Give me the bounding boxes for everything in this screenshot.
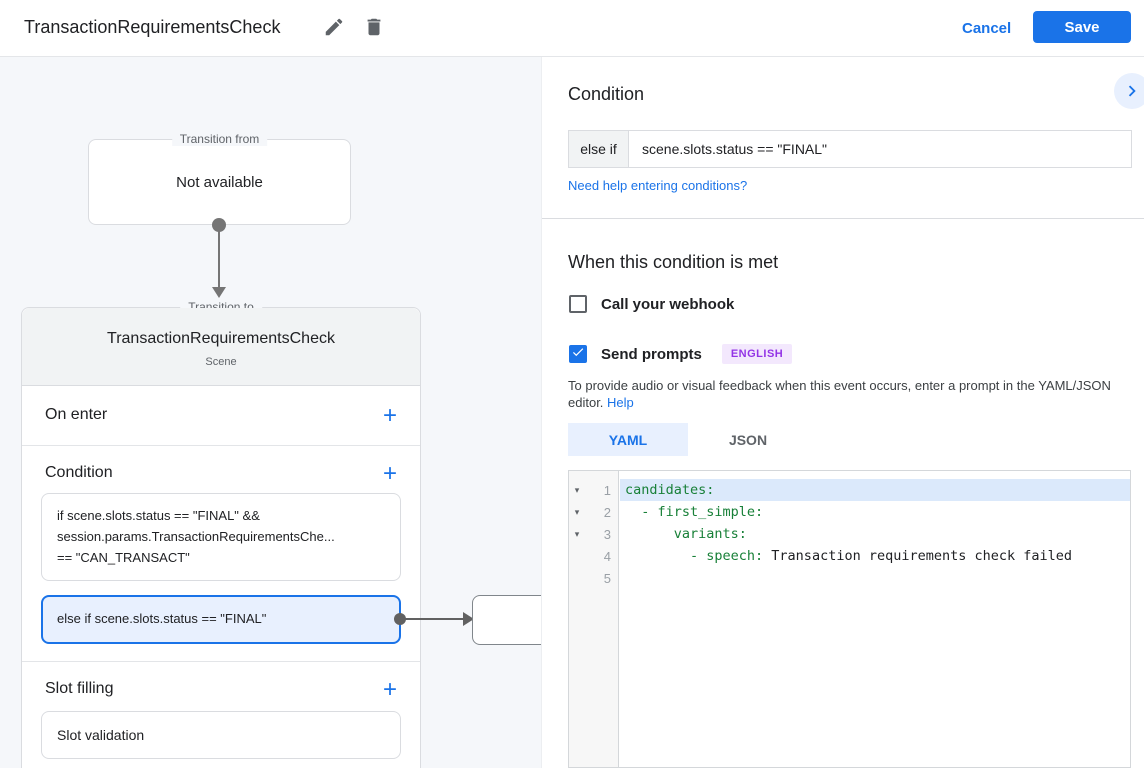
condition-line: if scene.slots.status == "FINAL" && [57,508,260,523]
language-badge: ENGLISH [721,344,793,364]
save-button[interactable]: Save [1033,11,1131,43]
gutter-cell: 4 [569,545,618,567]
condition-item-elseif-selected[interactable]: else if scene.slots.status == "FINAL" [41,595,401,644]
chevron-right-icon [1121,85,1143,105]
condition-expression-input[interactable] [629,130,1132,168]
trash-icon [363,18,385,41]
top-bar: TransactionRequirementsCheck Cancel Save [0,0,1144,57]
line-number: 3 [603,526,611,542]
page-title: TransactionRequirementsCheck [24,17,281,37]
connector-line [403,618,465,620]
scene-card-header[interactable]: TransactionRequirementsCheck Scene [22,308,420,386]
prompt-description: To provide audio or visual feedback when… [568,377,1143,411]
divider [542,218,1144,219]
connector-dot [394,613,406,625]
slot-filling-label: Slot filling [45,680,114,697]
code-token-key: variants: [625,526,747,542]
panel-title: Condition [568,84,645,104]
line-number: 4 [603,548,611,564]
help-link[interactable]: Help [607,395,634,410]
slot-filling-section-row: Slot filling + [22,662,420,710]
connector-arrowhead-icon [463,612,474,626]
fold-arrow-icon[interactable]: ▾ [574,528,580,539]
code-token-plain: Transaction requirements check failed [763,548,1073,564]
slot-item-label: Slot validation [57,727,145,743]
check-icon [571,345,585,364]
webhook-label: Call your webhook [601,295,735,313]
cancel-button[interactable]: Cancel [946,12,1027,44]
conditions-help-link[interactable]: Need help entering conditions? [568,178,748,193]
divider [22,445,420,446]
on-enter-label: On enter [45,406,108,423]
divider [22,661,420,662]
condition-expression-row: else if [568,130,1132,168]
condition-line: else if scene.slots.status == "FINAL" [57,611,267,626]
condition-detail-panel: Condition else if Need help entering con… [541,57,1144,768]
scene-name: TransactionRequirementsCheck [107,330,335,347]
send-prompts-row[interactable]: Send prompts ENGLISH [569,344,793,364]
condition-item-if[interactable]: if scene.slots.status == "FINAL" && sess… [41,493,401,581]
transition-from-box[interactable]: Transition from Not available [88,132,351,225]
line-number: 2 [603,504,611,520]
code-token-key: - first_simple: [625,504,764,520]
on-enter-row: On enter + [22,386,420,446]
transition-from-legend: Transition from [171,132,268,146]
condition-section-row: Condition + [22,446,420,494]
code-token-key: candidates: [625,482,715,498]
add-on-enter-button[interactable]: + [378,404,402,428]
flow-canvas: Transition from Not available Transition… [0,57,557,768]
code-line[interactable]: variants: [620,523,1130,545]
call-webhook-row[interactable]: Call your webhook [569,295,734,313]
line-number: 1 [603,482,611,498]
code-line[interactable]: - first_simple: [620,501,1130,523]
gutter-cell: ▾2 [569,501,618,523]
send-prompts-checkbox[interactable] [569,345,587,363]
tab-yaml[interactable]: YAML [568,423,688,456]
tab-json[interactable]: JSON [688,423,808,456]
transition-from-content: Not available [176,174,263,191]
when-condition-met-title: When this condition is met [568,252,779,272]
add-slot-button[interactable]: + [378,678,402,702]
condition-section-label: Condition [45,464,113,481]
prompt-description-text: To provide audio or visual feedback when… [568,378,1111,410]
gutter-cell: ▾1 [569,479,618,501]
gutter-cell: ▾3 [569,523,618,545]
add-condition-button[interactable]: + [378,462,402,486]
webhook-checkbox[interactable] [569,295,587,313]
condition-line: == "CAN_TRANSACT" [57,550,190,565]
code-token-key: - speech: [625,548,764,564]
delete-scene-button[interactable] [362,16,386,40]
code-line[interactable]: - speech: Transaction requirements check… [620,545,1130,567]
edit-scene-button[interactable] [322,16,346,40]
scene-type-label: Scene [205,356,237,368]
connector-line [218,225,220,287]
send-prompts-label: Send prompts [601,345,702,363]
editor-format-tabs: YAML JSON [568,423,808,456]
code-line[interactable] [620,567,1130,589]
condition-prefix-label: else if [568,130,629,168]
pencil-icon [323,18,345,41]
scene-card: Transition to TransactionRequirementsChe… [21,300,421,768]
fold-arrow-icon[interactable]: ▾ [574,484,580,495]
line-number: 5 [603,570,611,586]
slot-item-validation[interactable]: Slot validation [41,711,401,759]
collapse-panel-button[interactable] [1114,73,1144,109]
fold-arrow-icon[interactable]: ▾ [574,506,580,517]
gutter-cell: 5 [569,567,618,589]
condition-line: session.params.TransactionRequirementsCh… [57,529,335,544]
editor-code-area[interactable]: candidates: - first_simple: variants: - … [620,471,1130,767]
connector-arrowhead-icon [212,287,226,298]
code-line[interactable]: candidates: [620,479,1130,501]
